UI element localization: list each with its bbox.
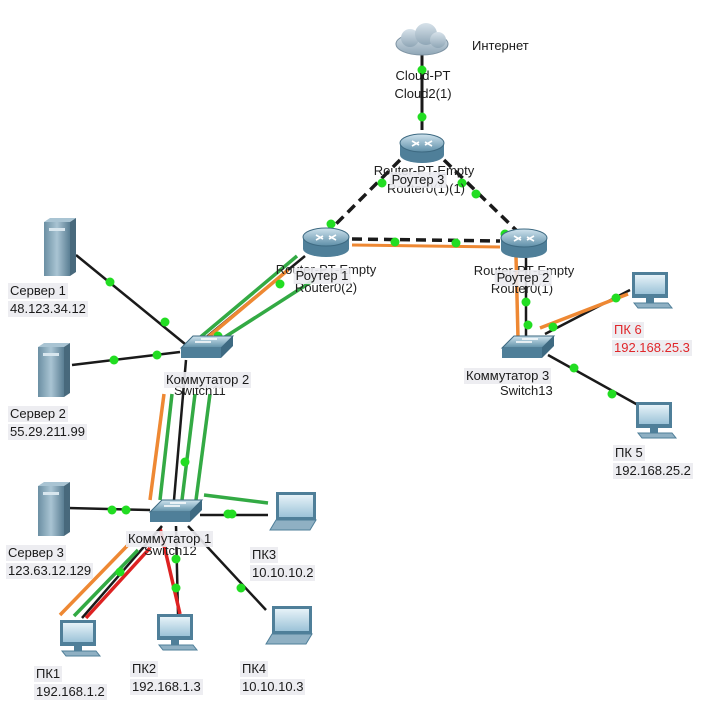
pc-icon[interactable]: [60, 620, 102, 657]
router-2-name-label: Роутер 2: [494, 270, 552, 286]
port-up-dot: [107, 505, 117, 515]
path-r1-sw2-orange: [205, 268, 290, 340]
link-s2-sw2: [71, 350, 181, 367]
server-3-name-label: Сервер 3: [6, 545, 66, 561]
path-sw2-sw1-green-a: [158, 393, 174, 501]
port-status-layer: [105, 65, 621, 593]
path-r1-sw2-green-a: [195, 254, 299, 342]
port-up-dot: [115, 567, 125, 577]
server-icon[interactable]: [44, 218, 76, 276]
router-3-name-label: Роутер 3: [389, 172, 447, 188]
server-1-ip-label: 48.123.34.12: [8, 301, 88, 317]
port-up-dot: [377, 178, 387, 188]
port-up-dot: [171, 583, 181, 593]
pc-2-ip-label: 192.168.1.3: [130, 679, 203, 695]
pc-5-name-label: ПК 5: [613, 445, 645, 461]
link-sw3-pc5: [547, 353, 639, 407]
port-up-dot: [152, 350, 162, 360]
port-up-dot: [105, 277, 115, 287]
switch-icon[interactable]: [500, 335, 556, 358]
port-up-dot: [523, 320, 533, 330]
port-up-dot: [227, 509, 237, 519]
router-1-name-label: Роутер 1: [293, 268, 351, 284]
server-2-ip-label: 55.29.211.99: [8, 424, 87, 440]
server-3-ip-label: 123.63.12.129: [6, 563, 94, 579]
switch-3-device-label: Switch13: [500, 383, 553, 398]
port-up-dot: [417, 112, 427, 122]
switch-1-name-label: Коммутатор 1: [126, 531, 214, 547]
port-up-dot: [109, 355, 119, 365]
pc-6-ip-label: 192.168.25.3: [612, 340, 692, 356]
cloud-device-label: Cloud2(1): [394, 86, 452, 101]
port-up-dot: [611, 293, 621, 303]
pc-4-name-label: ПК4: [240, 661, 269, 677]
cloud-icon[interactable]: [395, 23, 449, 56]
switch-3-name-label: Коммутатор 3: [464, 368, 552, 384]
port-up-dot: [457, 178, 467, 188]
path-sw2-sw1-orange: [148, 393, 166, 501]
pc-2-name-label: ПК2: [130, 661, 159, 677]
port-up-dot: [121, 505, 131, 515]
port-up-dot: [390, 237, 400, 247]
link-r3-r1: [328, 158, 402, 232]
router-icon[interactable]: [500, 228, 548, 258]
pc-6-name-label: ПК 6: [612, 322, 644, 338]
path-sw1-pc1-red: [84, 546, 152, 620]
pc-icon[interactable]: [632, 272, 674, 309]
pc-5-ip-label: 192.168.25.2: [613, 463, 693, 479]
server-1-name-label: Сервер 1: [8, 283, 68, 299]
link-r1-r2: [351, 237, 501, 243]
pc-1-ip-label: 192.168.1.2: [34, 684, 107, 700]
pc-icon[interactable]: [157, 614, 199, 651]
port-up-dot: [521, 297, 531, 307]
link-s1-sw2: [75, 254, 186, 345]
port-up-dot: [451, 238, 461, 248]
path-r1-r2-orange: [351, 243, 501, 249]
router-icon[interactable]: [302, 227, 350, 257]
pc-icon[interactable]: [636, 402, 678, 439]
switch-icon[interactable]: [148, 499, 204, 522]
server-2-name-label: Сервер 2: [8, 406, 68, 422]
link-r3-r2: [442, 158, 520, 234]
server-icon[interactable]: [38, 343, 70, 397]
port-up-dot: [569, 363, 579, 373]
server-icon[interactable]: [38, 482, 70, 536]
port-up-dot: [417, 65, 427, 75]
laptop-icon[interactable]: [265, 606, 313, 645]
path-r2-sw3-orange: [514, 255, 520, 339]
port-up-dot: [160, 317, 170, 327]
port-up-dot: [275, 279, 285, 289]
port-up-dot: [236, 583, 246, 593]
path-sw1-pc1-orange: [58, 543, 130, 617]
switch-icon[interactable]: [179, 335, 235, 358]
port-up-dot: [607, 389, 617, 399]
laptop-icon[interactable]: [269, 492, 317, 531]
port-up-dot: [471, 189, 481, 199]
path-r1-sw2-green-b: [213, 278, 315, 346]
pc-3-name-label: ПК3: [250, 547, 279, 563]
pc-3-ip-label: 10.10.10.2: [250, 565, 316, 581]
port-up-dot: [548, 322, 558, 332]
path-sw2-sw1-green-b: [180, 393, 197, 501]
pc-4-ip-label: 10.10.10.3: [240, 679, 306, 695]
path-sw1-pc1-green: [72, 548, 140, 618]
port-up-dot: [326, 219, 336, 229]
pc-1-name-label: ПК1: [34, 666, 63, 682]
path-sw1-pc3-green: [203, 493, 269, 505]
path-sw2-sw1-green-c: [194, 393, 212, 501]
port-up-dot: [180, 457, 190, 467]
port-up-dot: [171, 554, 181, 564]
cloud-type-label: Cloud-PT: [395, 68, 451, 83]
router-icon[interactable]: [399, 133, 445, 163]
cloud-name-label: Интернет: [472, 38, 529, 53]
switch-2-name-label: Коммутатор 2: [164, 372, 252, 388]
